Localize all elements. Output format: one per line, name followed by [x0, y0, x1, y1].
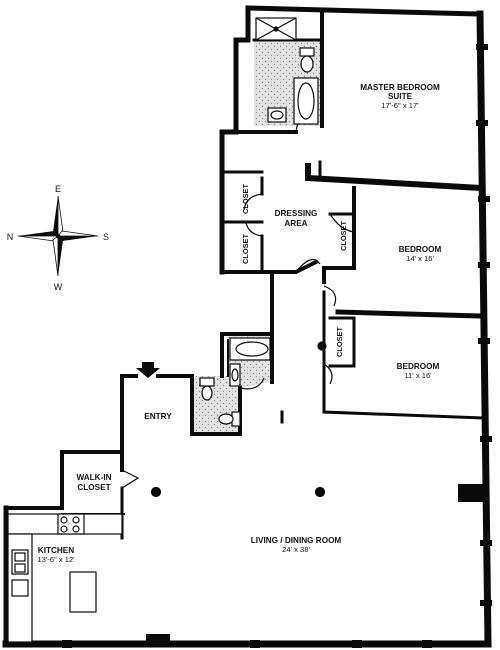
- sink-icon: [11, 549, 29, 575]
- master-bath-left: [233, 5, 251, 135]
- entry-label: ENTRY: [144, 412, 172, 421]
- dressing-left-wall: [219, 129, 239, 275]
- dressing-door: [295, 258, 321, 273]
- dressing-closet-top-label: CLOSET: [241, 184, 250, 214]
- dressing-bottom-wall: [220, 259, 319, 274]
- bedroom-2-dims: 11' x 16': [404, 371, 432, 380]
- living-dining-label: LIVING / DINING ROOM: [251, 536, 342, 545]
- closet-door-2: [245, 221, 263, 237]
- bedroom2-door: [323, 363, 333, 385]
- entry-left-wall: [120, 374, 138, 454]
- outer-wall-right: [476, 10, 492, 648]
- toilet-icon: [218, 411, 241, 427]
- bathtub-icon: [229, 337, 271, 361]
- corridor-left-wall: [270, 270, 280, 336]
- entry-arrow-icon: [136, 362, 160, 378]
- column-icon: [317, 341, 327, 351]
- master-bedroom-dims: 17'-6" x 17': [381, 101, 419, 110]
- kitchen-island: [69, 571, 97, 613]
- column-icon: [150, 486, 162, 498]
- bedroom1-closet-door: [329, 213, 355, 233]
- fixtures: [7, 17, 327, 643]
- sink-icon: [229, 363, 241, 387]
- stove-icon: [57, 513, 85, 535]
- sink-icon: [267, 107, 287, 123]
- windows: [62, 44, 492, 648]
- bedroom-1-dims: 14' x 16': [406, 254, 434, 263]
- outer-wall-top: [245, 5, 483, 17]
- dressing-area-label: DRESSING: [275, 209, 318, 218]
- dishwasher: [11, 579, 29, 597]
- kitchen-label: KITCHEN: [38, 546, 74, 555]
- bedroom1-left-wall: [322, 186, 356, 284]
- master-bedroom-bottom: [305, 163, 484, 192]
- hall-bath-wall-top: [220, 332, 274, 384]
- toilet-icon: [299, 47, 315, 73]
- bedroom-1-closet-label: CLOSET: [339, 221, 348, 251]
- hall-bath-wall: [190, 374, 242, 436]
- bedroom-2-label: BEDROOM: [397, 362, 440, 371]
- master-bedroom-label-line2: SUITE: [388, 92, 413, 101]
- column-icon: [314, 486, 326, 498]
- bedroom2-bottom: [322, 410, 484, 420]
- walkin-closet-wall: [60, 450, 124, 510]
- toilet-icon: [199, 377, 215, 401]
- bedroom1-door: [323, 285, 337, 307]
- compass-east-label: E: [55, 184, 61, 194]
- compass-south-label: S: [103, 232, 109, 242]
- hall-bath-door: [239, 377, 265, 390]
- walk-in-closet-label-line2: CLOSET: [77, 483, 110, 492]
- compass-north-label: N: [7, 232, 14, 242]
- compass-west-label: W: [54, 282, 63, 292]
- bathtub-icon: [293, 77, 319, 125]
- bedroom-1-label: BEDROOM: [399, 245, 442, 254]
- bedroom2-closet: [328, 316, 356, 368]
- living-dining-dims: 24' x 38': [282, 545, 310, 554]
- walkin-closet-door: [121, 469, 140, 489]
- shower-icon: [255, 17, 297, 41]
- closet-door-1: [243, 193, 263, 211]
- walk-in-closet-label: WALK-IN: [76, 473, 111, 482]
- doors: [121, 111, 355, 489]
- master-bedroom-label: MASTER BEDROOM: [360, 83, 440, 92]
- bedroom-2-closet-label: CLOSET: [335, 327, 344, 357]
- bedroom-divider: [335, 309, 485, 319]
- kitchen-dims: 13'-6" x 12': [37, 555, 75, 564]
- dressing-closet-bottom-label: CLOSET: [241, 234, 250, 264]
- compass-rose-icon: [17, 195, 99, 277]
- dressing-area-label-line2: AREA: [284, 219, 307, 228]
